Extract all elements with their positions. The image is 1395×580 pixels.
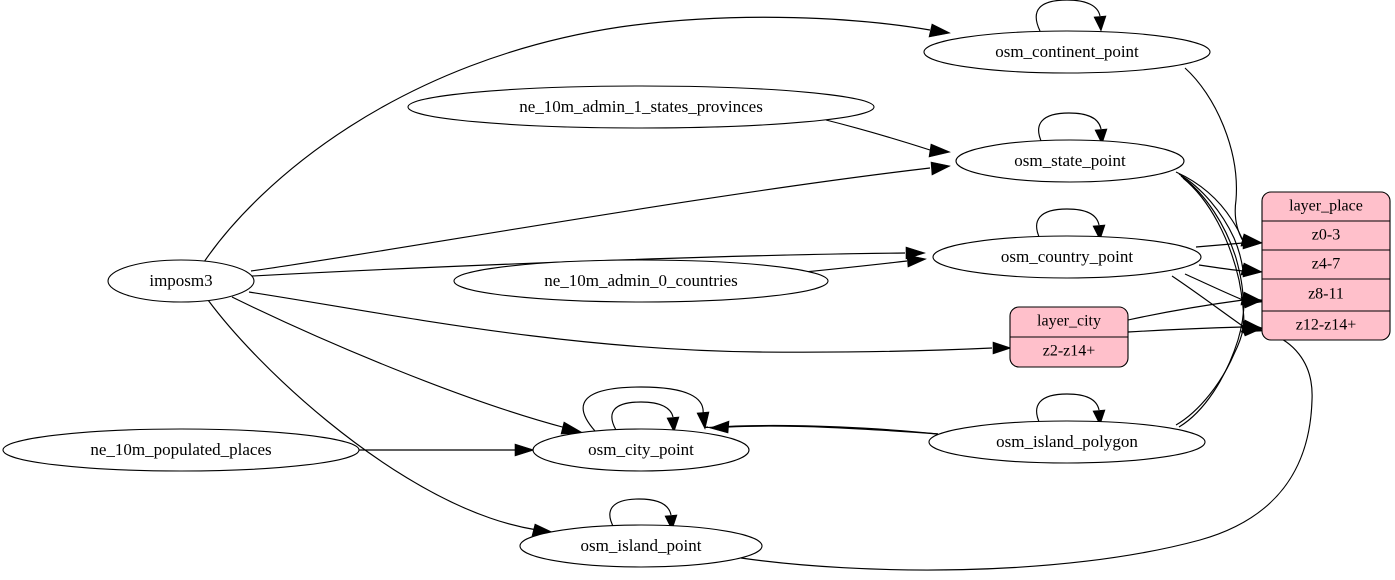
edge-osm_island_polygon-to-layer_place-z8-11	[1178, 296, 1265, 428]
node-label-osm-country-point: osm_country_point	[1001, 247, 1133, 266]
edge-imposm3-to-osm_island_point	[207, 299, 556, 537]
record-row-layer_place-title: layer_place	[1289, 198, 1363, 215]
record-layer: layer_place z0-3 z4-7 z8-11 z12-z14+ lay…	[1009, 191, 1391, 368]
edge-layer	[203, 0, 1313, 571]
node-osm_island_polygon[interactable]: osm_island_polygon	[928, 420, 1206, 464]
node-label-osm-island-polygon: osm_island_polygon	[996, 432, 1138, 451]
node-label-ne-states: ne_10m_admin_1_states_provinces	[519, 97, 763, 116]
edge-osm_country_point-to-layer_place-z0-3	[1195, 236, 1263, 250]
edge-selfloop-inner-osm_city_point	[611, 401, 680, 433]
edge-selfloop-osm_state_point	[1038, 112, 1108, 145]
edge-osm_island_polygon-to-osm_city_point	[705, 420, 939, 435]
node-osm_state_point[interactable]: osm_state_point	[955, 139, 1185, 183]
node-label-ne-countries: ne_10m_admin_0_countries	[544, 271, 738, 290]
record-layer_city[interactable]: layer_city z2-z14+	[1009, 306, 1129, 368]
node-imposm3[interactable]: imposm3	[107, 259, 255, 303]
record-row-layer_place-z0-3[interactable]: z0-3	[1312, 227, 1340, 244]
node-osm_continent_point[interactable]: osm_continent_point	[923, 30, 1211, 74]
record-row-layer_city-title: layer_city	[1037, 313, 1101, 330]
record-row-layer_place-z4-7[interactable]: z4-7	[1312, 256, 1340, 273]
node-label-ne-places: ne_10m_populated_places	[90, 440, 271, 459]
edge-imposm3-to-osm_continent_point	[203, 16, 951, 263]
edge-ne_countries-to-osm_country_point	[803, 254, 927, 273]
node-label-osm-state-point: osm_state_point	[1014, 151, 1126, 170]
node-ne_10m_admin_0_countries[interactable]: ne_10m_admin_0_countries	[453, 259, 829, 303]
node-ne_10m_populated_places[interactable]: ne_10m_populated_places	[2, 428, 360, 472]
edge-imposm3-to-layer_city	[248, 291, 1012, 355]
edge-selfloop-osm_island_point	[609, 498, 678, 531]
node-layer: imposm3 ne_10m_admin_1_states_provinces …	[2, 30, 1211, 568]
edge-selfloop-outer-osm_city_point	[582, 386, 710, 432]
node-ne_10m_admin_1_states_provinces[interactable]: ne_10m_admin_1_states_provinces	[407, 85, 875, 129]
record-row-layer_city-z2-z14plus[interactable]: z2-z14+	[1043, 343, 1096, 360]
node-osm_city_point[interactable]: osm_city_point	[532, 428, 750, 472]
edge-selfloop-osm_island_polygon	[1036, 393, 1106, 426]
edge-ne_states-to-osm_state_point	[825, 119, 951, 158]
record-row-layer_place-z8-11[interactable]: z8-11	[1308, 286, 1344, 303]
node-label-osm-continent-point: osm_continent_point	[995, 42, 1139, 61]
edge-imposm3-to-osm_state_point	[250, 161, 951, 272]
edge-ne_places-to-osm_city_point	[359, 443, 535, 457]
node-label-osm-island-point: osm_island_point	[581, 536, 702, 555]
edge-selfloop-osm_continent_point	[1035, 0, 1107, 32]
node-label-imposm3: imposm3	[149, 271, 212, 290]
node-osm_island_point[interactable]: osm_island_point	[519, 524, 763, 568]
record-layer_place[interactable]: layer_place z0-3 z4-7 z8-11 z12-z14+	[1261, 191, 1391, 341]
edge-selfloop-osm_country_point	[1036, 208, 1106, 241]
node-osm_country_point[interactable]: osm_country_point	[932, 235, 1202, 279]
node-label-osm-city-point: osm_city_point	[588, 440, 694, 459]
edge-osm_country_point-to-layer_place-z4-7	[1198, 264, 1263, 278]
edge-osm_island_polygon-to-layer_place-z12-z14+	[1175, 324, 1265, 426]
record-row-layer_place-z12-z14plus[interactable]: z12-z14+	[1296, 317, 1357, 334]
